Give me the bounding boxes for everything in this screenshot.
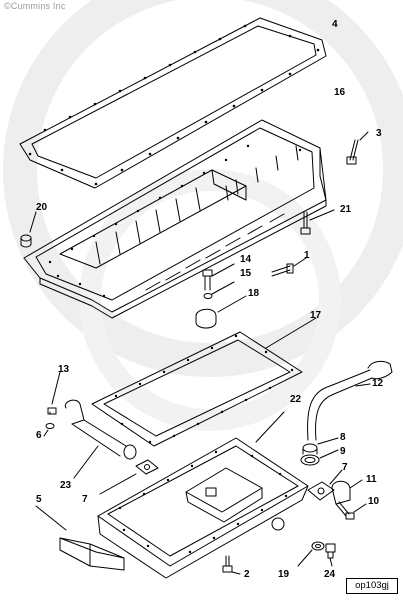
callout-10: 10 [368, 496, 380, 507]
callout-21: 21 [340, 204, 352, 215]
callout-9: 9 [340, 446, 346, 457]
callout-22: 22 [290, 394, 302, 405]
callout-13: 13 [58, 364, 70, 375]
adapter-part-8 [302, 437, 339, 455]
callout-11: 11 [366, 474, 377, 485]
tool-block-part-5 [35, 505, 125, 571]
top-gasket-part-4 [19, 17, 327, 189]
callout-2: 2 [244, 569, 250, 580]
callout-20: 20 [36, 202, 48, 213]
capscrew-part-10 [335, 501, 367, 520]
seal-ring-part-19 [297, 541, 325, 567]
lower-gasket-part-17 [91, 317, 317, 447]
o-ring-part-9 [300, 449, 339, 466]
upper-oil-pan-part-16 [23, 119, 327, 319]
drain-plug-part-24 [325, 543, 336, 567]
washer-part-15 [203, 281, 235, 299]
callout-4: 4 [332, 19, 338, 30]
washer-part-6 [43, 423, 55, 437]
elbow-part-11 [331, 479, 363, 505]
figure-reference-code: op103gj [346, 578, 398, 594]
capscrew-part-13 [47, 371, 61, 415]
callout-labels: 4 16 3 20 21 1 14 15 18 17 13 12 22 6 8 … [36, 19, 384, 580]
callout-8: 8 [340, 432, 346, 443]
suction-tube-part-23 [64, 399, 137, 479]
gasket-part-7-left [99, 459, 159, 495]
dipstick-tube-part-12 [307, 360, 393, 441]
watermark-logo [3, 0, 403, 431]
capscrew-part-21 [300, 209, 335, 235]
callout-24: 24 [324, 569, 336, 580]
callout-12: 12 [372, 378, 384, 389]
callout-23: 23 [60, 480, 72, 491]
callout-16: 16 [334, 87, 346, 98]
callout-14: 14 [240, 254, 252, 265]
callout-1: 1 [304, 250, 310, 261]
capscrew-part-1 [271, 257, 307, 277]
callout-3: 3 [376, 128, 382, 139]
callout-17: 17 [310, 310, 322, 321]
gasket-part-7-right [307, 469, 343, 501]
callout-7-left: 7 [82, 494, 88, 505]
lower-oil-pan-part-22 [97, 411, 309, 579]
clamp-part-18 [195, 295, 247, 329]
copyright-watermark: ©Cummins Inc [4, 1, 66, 11]
callout-19: 19 [278, 569, 290, 580]
capscrew-part-3 [346, 131, 369, 165]
capscrew-part-14 [202, 263, 235, 291]
callout-5: 5 [36, 494, 42, 505]
capscrew-part-2 [222, 555, 241, 575]
callout-6: 6 [36, 430, 42, 441]
callout-7-right: 7 [342, 462, 348, 473]
plug-part-20 [20, 211, 37, 248]
callout-15: 15 [240, 268, 252, 279]
callout-18: 18 [248, 288, 260, 299]
